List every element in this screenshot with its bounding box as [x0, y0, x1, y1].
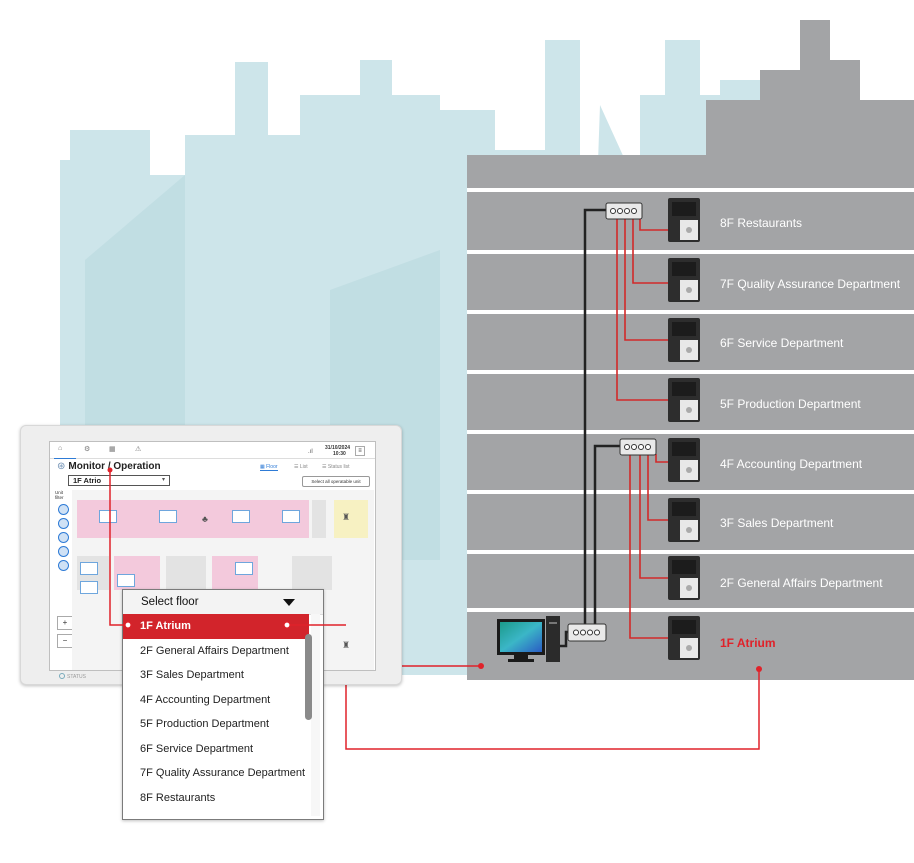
chevron-down-icon[interactable] — [283, 599, 295, 606]
ac-unit[interactable] — [117, 574, 135, 587]
scrollbar-thumb[interactable] — [305, 634, 312, 720]
dropdown-list: 1F Atrium 2F General Affairs Department 3F… — [123, 614, 309, 810]
network-switch-icon — [567, 202, 657, 642]
ac-unit[interactable] — [282, 510, 300, 523]
pc-monitor-icon — [497, 616, 560, 662]
filter-btn-3[interactable] — [58, 532, 69, 543]
floor-dropdown[interactable]: Select floor 1F Atrium 2F General Affairs… — [122, 589, 324, 820]
dropdown-header[interactable]: Select floor — [123, 590, 323, 615]
floor-label: 5F Production Department — [720, 397, 861, 411]
monitor-icon: ⊛ — [57, 461, 66, 472]
floor-label: 8F Restaurants — [720, 216, 803, 230]
dropdown-item[interactable]: 8F Restaurants — [140, 791, 216, 804]
selection-link — [345, 625, 762, 750]
dropdown-item[interactable]: 1F Atrium — [123, 614, 309, 639]
filter-btn-5[interactable] — [58, 560, 69, 571]
dropdown-item[interactable]: 7F Quality Assurance Department — [140, 767, 306, 779]
time-text: 10:30 — [333, 451, 346, 457]
dropdown-header-label: Select floor — [141, 596, 199, 608]
zoom-out-button[interactable]: − — [57, 634, 73, 648]
tab-floor-label: Floor — [266, 464, 278, 470]
scrollbar-track[interactable] — [311, 614, 320, 816]
floor-label: 2F General Affairs Department — [720, 576, 883, 590]
room — [292, 556, 332, 590]
tab-status-list[interactable]: ☰ Status list — [322, 464, 350, 470]
person-icon: ♜ — [342, 640, 351, 650]
select-all-button[interactable]: Select all operatable unit — [302, 476, 370, 487]
chevron-down-icon: ▾ — [161, 477, 165, 483]
floor-select[interactable]: 1F Atrio ▾ — [68, 475, 170, 486]
controller-unit-icon — [668, 198, 700, 660]
floor-select-value: 1F Atrio — [73, 476, 102, 485]
filter-btn-2[interactable] — [58, 518, 69, 529]
tab-list[interactable]: ☰ List — [294, 464, 308, 470]
filter-btn-1[interactable] — [58, 504, 69, 515]
signal-icon: .ıl — [308, 449, 313, 455]
menu-icon[interactable]: ≡ — [355, 446, 365, 456]
date-text: 31/10/2024 — [325, 445, 351, 451]
ac-unit[interactable] — [80, 581, 98, 594]
schedule-icon[interactable]: ▦ — [109, 446, 116, 453]
page-title-text: Monitor / Operation — [68, 461, 161, 472]
ac-unit[interactable] — [99, 510, 117, 523]
ac-unit[interactable] — [80, 562, 98, 575]
status-led-icon — [59, 673, 65, 679]
controller-wiring — [616, 218, 668, 639]
tab-floor[interactable]: ▦ Floor — [260, 464, 278, 471]
dropdown-item[interactable]: 2F General Affairs Department — [140, 644, 289, 657]
dropdown-item[interactable]: 4F Accounting Department — [140, 693, 271, 706]
floor-label: 3F Sales Department — [720, 516, 834, 530]
alert-icon[interactable]: ⚠ — [135, 446, 142, 453]
unit-filter-label: Unit filter — [55, 490, 64, 500]
room — [166, 556, 206, 590]
ac-unit[interactable] — [159, 510, 177, 523]
home-icon[interactable]: ⌂ — [58, 445, 63, 452]
dropdown-item[interactable]: 5F Production Department — [140, 718, 270, 730]
zoom-in-button[interactable]: + — [57, 616, 73, 630]
ac-unit[interactable] — [232, 510, 250, 523]
status-label: STATUS — [67, 674, 86, 680]
floor-label: 4F Accounting Department — [720, 457, 863, 471]
ac-unit[interactable] — [235, 562, 253, 575]
settings-icon[interactable]: ⚙ — [84, 446, 91, 453]
person-icon: ♜ — [342, 512, 351, 522]
tab-list-label: List — [299, 464, 308, 470]
room — [334, 500, 368, 538]
floor-label: 1F Atrium — [720, 636, 776, 650]
dropdown-item[interactable]: 6F Service Department — [140, 742, 254, 755]
people-icon: ♣ — [202, 514, 208, 524]
room — [312, 500, 326, 538]
floor-label: 7F Quality Assurance Department — [720, 277, 901, 291]
dropdown-item[interactable]: 3F Sales Department — [140, 669, 244, 681]
floor-label: 6F Service Department — [720, 336, 844, 350]
tab-status-label: Status list — [327, 464, 350, 470]
page-title: ⊛Monitor / Operation — [57, 461, 161, 472]
filter-btn-4[interactable] — [58, 546, 69, 557]
tablet-pc-link — [398, 663, 484, 669]
